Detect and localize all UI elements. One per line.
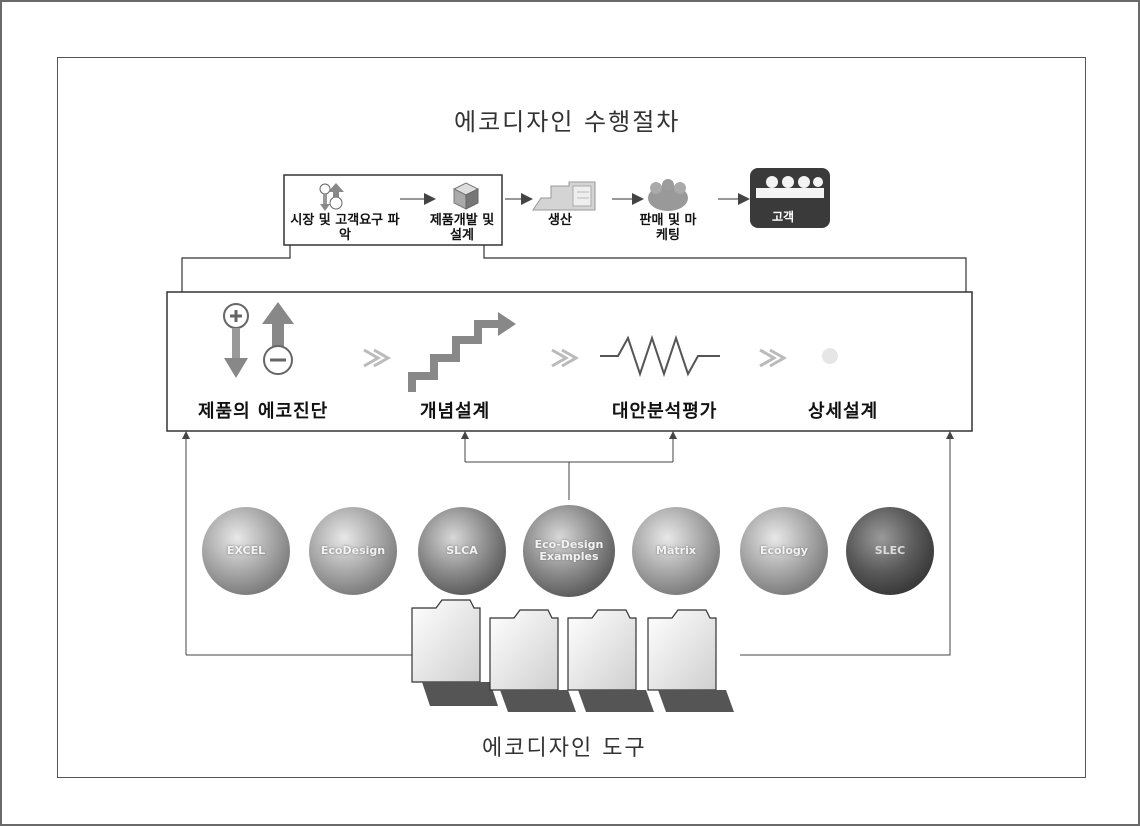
process-step-product-dev: 제품개발 및 설계 (429, 213, 495, 243)
folder-icon (647, 609, 734, 712)
key-down-up-icon (223, 302, 294, 378)
stage-eco-diagnosis: 제품의 에코진단 (198, 401, 329, 422)
diagram-title: 에코디자인 수행절차 (454, 108, 681, 136)
marketing-people-icon (648, 179, 688, 211)
tool-label-matrix: Matrix (656, 544, 696, 557)
tool-sphere-ecodesign (309, 507, 397, 595)
tool-label-examples: Eco-Design Examples (534, 538, 604, 563)
process-step-market: 시장 및 고객요구 파악 (290, 213, 400, 243)
folder-icon (411, 599, 498, 706)
figure-frame (57, 57, 1086, 778)
tool-sphere-matrix (632, 507, 720, 595)
process-step-production: 생산 (548, 213, 572, 228)
tool-label-slca: SLCA (446, 544, 478, 557)
connector-right (483, 245, 967, 292)
stage-box (166, 291, 973, 432)
tool-label-ecodesign: EcoDesign (320, 544, 386, 557)
product-box-icon (452, 182, 480, 210)
tool-label-excel: EXCEL (226, 544, 266, 557)
connector-left (181, 245, 291, 292)
customer-icon (750, 168, 830, 228)
tools-title: 에코디자인 도구 (482, 736, 647, 761)
process-step-customer: 고객 (772, 210, 795, 224)
zigzag-icon (600, 334, 720, 378)
stage-alternative-eval: 대안분석평가 (612, 401, 718, 422)
tool-sphere-examples (523, 505, 615, 597)
tool-sphere-excel (202, 507, 290, 595)
tool-sphere-slca (418, 507, 506, 595)
stage-concept-design: 개념설계 (420, 401, 491, 422)
stage-arrows (363, 348, 788, 368)
tool-label-slec: SLEC (874, 544, 906, 557)
tool-spheres (202, 505, 934, 597)
tool-label-ecology: Ecology (760, 544, 808, 557)
factory-icon (532, 181, 596, 211)
process-step-marketing: 판매 및 마케팅 (639, 213, 697, 243)
key-down-up-icon (319, 183, 344, 211)
tool-sphere-ecology (740, 507, 828, 595)
tool-sphere-slec (846, 507, 934, 595)
folder-icon (489, 609, 576, 712)
stage-detail-design: 상세설계 (808, 401, 879, 422)
stair-arrow-icon (408, 312, 516, 392)
folder-icon (567, 609, 654, 712)
process-highlight-box (283, 174, 503, 246)
detail-design-icon (822, 348, 838, 364)
tool-arrows (182, 431, 954, 656)
